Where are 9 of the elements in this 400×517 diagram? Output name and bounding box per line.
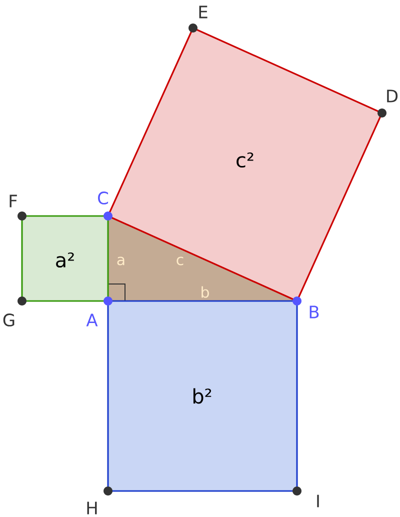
point-label: B <box>310 306 319 318</box>
point-label: A <box>86 314 98 326</box>
square: a² <box>21 215 109 302</box>
point-label: C <box>98 192 108 204</box>
square: b² <box>107 300 298 492</box>
point-label: G <box>3 314 14 326</box>
point-label: F <box>10 194 17 208</box>
point-label: H <box>87 502 97 514</box>
point-label: I <box>317 494 319 508</box>
